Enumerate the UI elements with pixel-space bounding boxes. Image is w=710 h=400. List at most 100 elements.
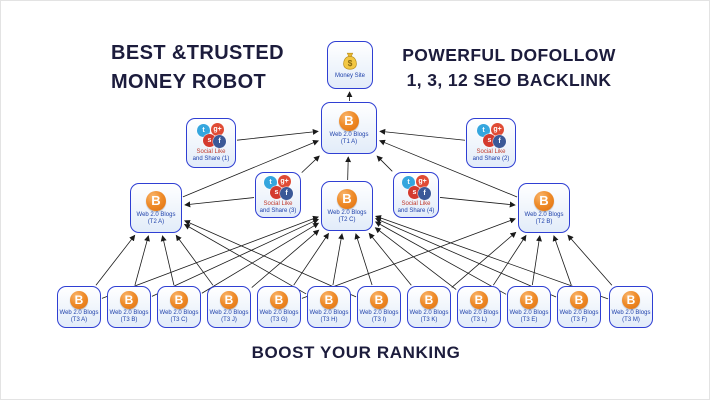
edge-t3m-to-t2b <box>567 234 613 286</box>
edge-t3c-to-t2a <box>160 235 175 286</box>
node-label: Web 2.0 Blogs(T3 K) <box>409 309 449 323</box>
blogger-icon: B <box>534 190 554 211</box>
node-label: Web 2.0 Blogs(T3 I) <box>359 309 399 323</box>
edge-t3i-to-t2c <box>354 233 373 286</box>
share-icon: s <box>483 133 496 147</box>
blogger-icon: B <box>170 290 188 309</box>
twitter-icon: t <box>402 175 415 189</box>
edge-t3l-to-t2b <box>493 234 527 286</box>
google-plus-icon: g+ <box>416 174 429 188</box>
edge-t3a-to-t2c <box>101 215 319 299</box>
node-label: Money Site <box>334 73 365 80</box>
twitter-icon: t <box>264 175 277 189</box>
edge-t2b-to-t1a <box>379 139 518 198</box>
edge-t3c-to-t2c <box>201 222 320 294</box>
blogger-icon: B <box>470 290 488 309</box>
node-label: Web 2.0 Blogs(T3 J) <box>209 309 249 323</box>
node-label: Web 2.0 Blogs(T3 C) <box>159 309 199 323</box>
blogger-icon: B <box>370 290 388 309</box>
edge-t3l-to-t2c <box>374 227 457 290</box>
node-label: Web 2.0 Blogs(T3 F) <box>559 309 599 323</box>
edge-t3j-to-t2c <box>251 229 320 288</box>
edge-t3m-to-t2c <box>375 215 609 300</box>
edge-t3g-to-t2b <box>301 217 516 299</box>
edge-t3b-to-t2c <box>151 218 320 297</box>
google-plus-icon: g+ <box>211 122 224 136</box>
facebook-icon: f <box>213 134 226 148</box>
share-icon: s <box>270 185 283 199</box>
edge-t3j-to-t2a <box>175 234 214 286</box>
headline-top-left-line2: MONEY ROBOT <box>111 71 267 93</box>
edge-social3-to-t2a <box>184 197 255 208</box>
twitter-icon: t <box>197 123 210 137</box>
edge-t3f-to-t2b <box>552 235 572 286</box>
node-label: Web 2.0 Blogs(T3 L) <box>459 309 499 323</box>
edge-t3g-to-t2c <box>293 232 329 286</box>
blogger-icon: B <box>146 190 166 211</box>
blogger-icon: B <box>120 290 138 309</box>
node-label: Web 2.0 Blogs(T3 E) <box>509 309 549 323</box>
headline-top-right-line1: POWERFUL DOFOLLOW <box>402 45 616 65</box>
headline-top-left: BEST &TRUSTED MONEY ROBOT <box>111 39 284 97</box>
node-label: Web 2.0 Blogs(T3 M) <box>611 309 651 323</box>
blogger-icon: B <box>622 290 640 309</box>
blogger-icon: B <box>337 188 357 209</box>
edge-social4-to-t1a <box>376 155 393 172</box>
blogger-icon: B <box>520 290 538 309</box>
blogger-icon: B <box>570 290 588 309</box>
node-label: Web 2.0 Blogs(T2 A) <box>136 211 176 225</box>
edge-t3a-to-t2a <box>95 234 136 286</box>
edge-t3h-to-t2c <box>332 233 345 286</box>
edge-t3e-to-t2c <box>374 221 507 295</box>
headline-top-left-line1: BEST &TRUSTED <box>111 42 284 64</box>
edge-t3h-to-t2a <box>183 223 307 295</box>
blogger-icon: B <box>70 290 88 309</box>
edge-t3b-to-t2a <box>134 235 150 286</box>
facebook-icon: f <box>280 186 293 200</box>
node-money: $ Money Site <box>327 41 373 89</box>
node-label: Web 2.0 Blogs(T3 G) <box>259 309 299 323</box>
headline-top-right: POWERFUL DOFOLLOW 1, 3, 12 SEO BACKLINK <box>379 43 639 94</box>
blogger-icon: B <box>220 290 238 309</box>
node-label: Web 2.0 Blogs(T3 H) <box>309 309 349 323</box>
edge-social3-to-t1a <box>301 155 320 173</box>
blogger-icon: B <box>339 110 359 131</box>
blogger-icon: B <box>270 290 288 309</box>
money-bag-icon: $ <box>343 52 357 70</box>
google-plus-icon: g+ <box>278 174 291 188</box>
headline-top-right-line2: 1, 3, 12 SEO BACKLINK <box>406 70 612 91</box>
node-label: Web 2.0 Blogs(T1 A) <box>329 131 369 145</box>
edge-t3i-to-t2a <box>184 220 357 298</box>
blogger-icon: B <box>420 290 438 309</box>
node-label: Web 2.0 Blogs(T2 B) <box>524 211 564 225</box>
edge-t2c-to-t1a <box>345 156 352 181</box>
node-label: Web 2.0 Blogs(T2 C) <box>327 209 367 223</box>
edge-t3k-to-t2b <box>451 231 517 288</box>
share-icon: s <box>203 133 216 147</box>
